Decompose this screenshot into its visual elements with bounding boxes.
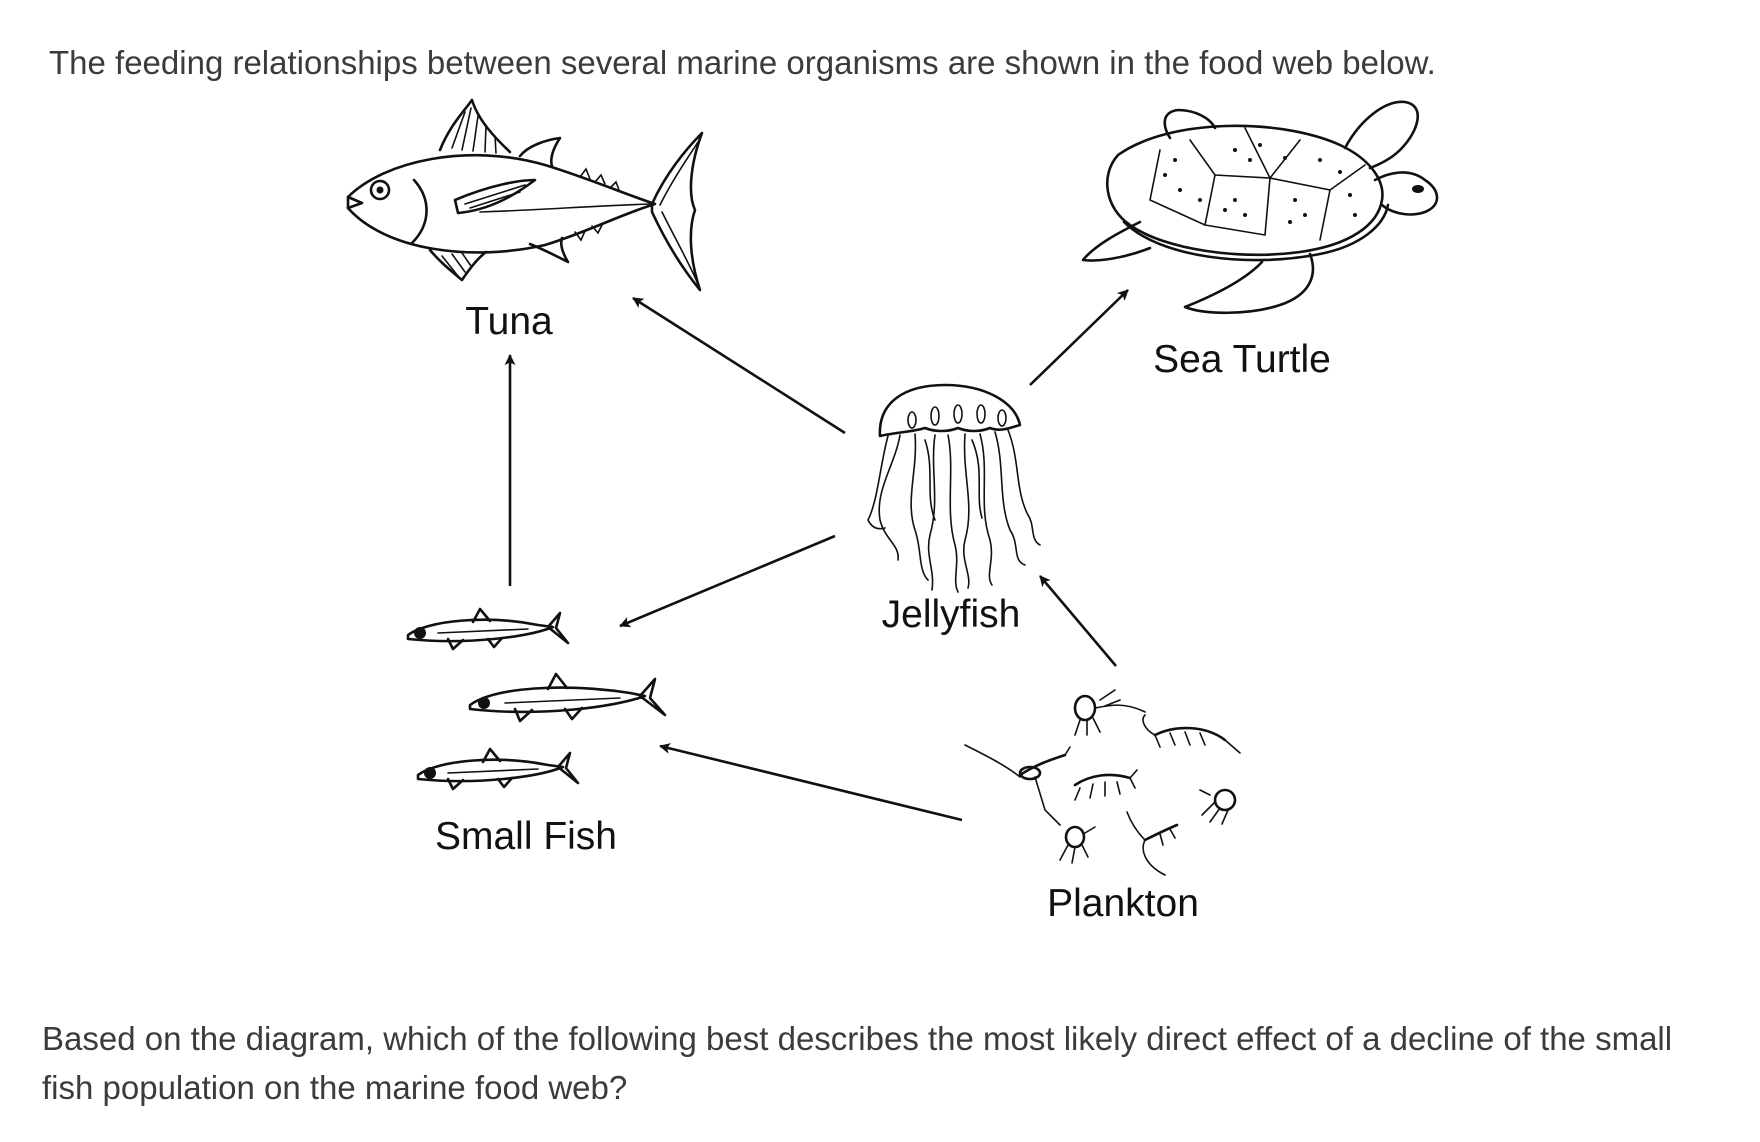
arrow-plankton-to-jellyfish [1039, 575, 1117, 667]
arrow-jellyfish-to-tuna [632, 296, 846, 435]
small-fish-icon [406, 607, 667, 791]
arrow-plankton-to-small-fish [659, 743, 963, 822]
sea-turtle-icon [1081, 100, 1439, 315]
label-small-fish: Small Fish [435, 815, 617, 858]
jellyfish-icon [867, 383, 1041, 593]
label-jellyfish: Jellyfish [882, 593, 1021, 636]
label-sea-turtle: Sea Turtle [1153, 338, 1331, 381]
arrow-jellyfish-to-sea-turtle [1029, 289, 1129, 386]
intro-text: The feeding relationships between severa… [49, 44, 1436, 81]
plankton-icon [964, 689, 1241, 876]
tuna-icon [346, 98, 704, 292]
label-tuna: Tuna [465, 300, 553, 343]
question-text: Based on the diagram, which of the follo… [42, 1020, 1673, 1106]
label-plankton: Plankton [1047, 882, 1199, 925]
arrow-jellyfish-to-small-fish [619, 534, 836, 628]
